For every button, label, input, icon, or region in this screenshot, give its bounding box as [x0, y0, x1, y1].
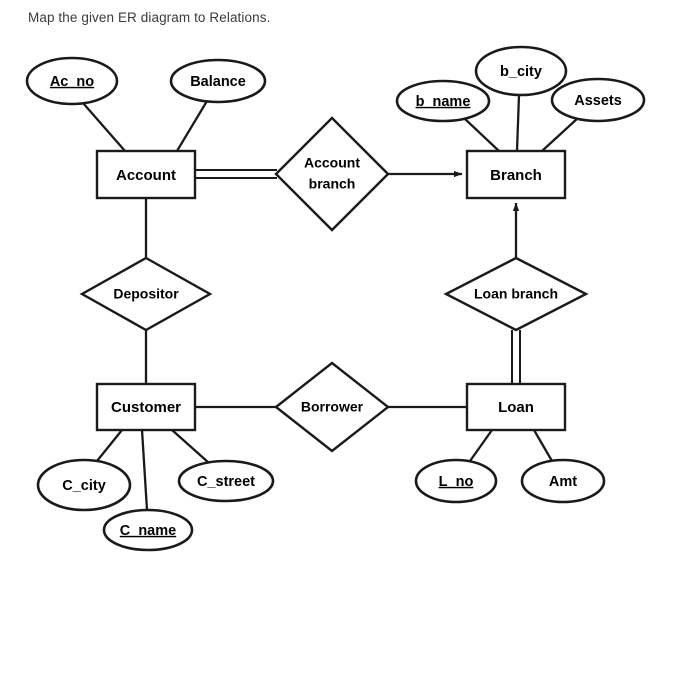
attribute-ac-no-label: Ac_no: [50, 74, 94, 90]
relationship-loan-branch[interactable]: Loan branch: [443, 256, 589, 332]
entity-account[interactable]: Account: [95, 149, 197, 200]
entity-branch[interactable]: Branch: [465, 149, 567, 200]
attribute-amt-label: Amt: [549, 474, 577, 490]
relationship-borrower[interactable]: Borrower: [274, 361, 390, 453]
attribute-c-name-label: C_name: [120, 523, 176, 539]
attribute-ac-no[interactable]: Ac_no: [25, 56, 119, 106]
relationship-account-branch-label-line2: branch: [309, 176, 356, 192]
entity-customer-label: Customer: [111, 399, 181, 416]
relationship-depositor-label: Depositor: [113, 286, 179, 302]
entity-loan[interactable]: Loan: [465, 382, 567, 432]
connection-lines: [82, 94, 579, 511]
relationship-account-branch-label-line1: Account: [304, 155, 360, 171]
connector-b-name: [464, 118, 500, 152]
attribute-assets-label: Assets: [574, 93, 622, 109]
attribute-c-street-label: C_street: [197, 474, 255, 490]
attribute-l-no-label: L_no: [439, 474, 474, 490]
relationship-loan-branch-label: Loan branch: [474, 286, 558, 302]
attribute-c-city[interactable]: C_city: [36, 458, 132, 512]
attribute-nodes: Ac_no Balance b_name b_city Assets C_cit…: [25, 45, 646, 552]
attribute-balance[interactable]: Balance: [169, 58, 267, 104]
prompt-text: Map the given ER diagram to Relations.: [28, 10, 271, 25]
attribute-b-city-label: b_city: [500, 64, 542, 80]
attribute-c-street[interactable]: C_street: [177, 459, 275, 503]
entity-customer[interactable]: Customer: [95, 382, 197, 432]
connector-ac-no: [82, 102, 126, 152]
connector-assets: [541, 117, 579, 152]
attribute-b-city[interactable]: b_city: [474, 45, 568, 97]
attribute-amt[interactable]: Amt: [520, 458, 606, 504]
attribute-assets[interactable]: Assets: [550, 77, 646, 123]
attribute-c-name[interactable]: C_name: [102, 508, 194, 552]
attribute-l-no[interactable]: L_no: [414, 458, 498, 504]
entity-account-label: Account: [116, 167, 176, 184]
attribute-c-city-label: C_city: [62, 478, 106, 494]
connection-loan-to-loan-branch: [511, 330, 521, 384]
connector-c-street: [171, 429, 210, 464]
connector-c-name: [140, 429, 149, 511]
entity-branch-label: Branch: [490, 167, 542, 184]
connector-l-no: [469, 429, 493, 462]
relationship-account-branch[interactable]: Account branch: [274, 116, 390, 232]
entity-nodes: Account Branch Customer Loan: [95, 149, 567, 432]
relationship-nodes: Account branch Depositor Loan branch Bor…: [79, 116, 589, 453]
connector-b-city: [515, 94, 521, 152]
attribute-balance-label: Balance: [190, 74, 246, 90]
connector-amt: [533, 429, 553, 462]
relationship-depositor[interactable]: Depositor: [79, 256, 213, 332]
connection-account-to-account-branch: [195, 169, 277, 179]
entity-loan-label: Loan: [498, 399, 534, 416]
attribute-b-name[interactable]: b_name: [395, 79, 491, 123]
connector-balance: [176, 100, 208, 152]
attribute-b-name-label: b_name: [416, 94, 471, 110]
relationship-borrower-label: Borrower: [301, 399, 364, 415]
connector-c-city: [96, 429, 123, 462]
